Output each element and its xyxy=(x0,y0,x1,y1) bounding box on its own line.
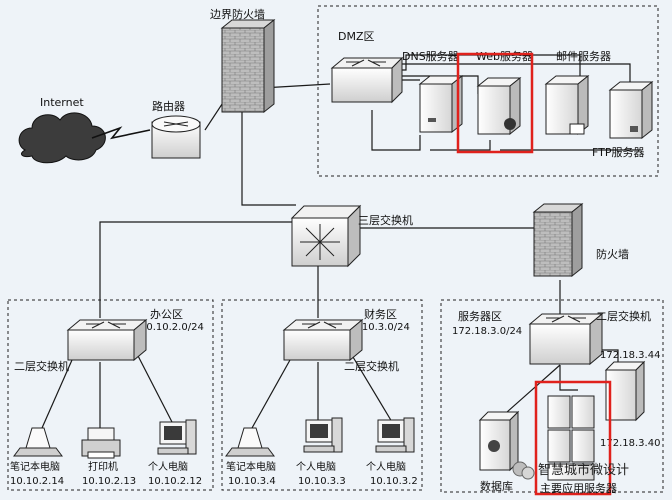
server-subnet-label: 172.18.3.0/24 xyxy=(452,326,522,337)
web-server-highlight xyxy=(456,52,534,154)
finance-subnet-label: 10.10.3.0/24 xyxy=(346,322,410,333)
router-label: 路由器 xyxy=(152,99,185,113)
office-subnet-label: 10.10.2.0/24 xyxy=(140,322,204,333)
office-switch-label: 二层交换机 xyxy=(14,359,69,373)
finance-zone-label: 财务区 xyxy=(364,307,397,321)
server-zone-box xyxy=(440,299,664,493)
app-server-highlight xyxy=(534,380,612,496)
pc-2-label: 个人电脑 xyxy=(296,460,336,473)
switch-icon xyxy=(66,318,148,362)
laptop-icon xyxy=(225,427,275,457)
pc-1-ip: 10.10.2.12 xyxy=(148,476,202,487)
firewall-icon xyxy=(220,18,276,114)
pc-1-label: 个人电脑 xyxy=(148,460,188,473)
server-icon xyxy=(547,395,595,481)
server-icon xyxy=(608,80,654,140)
finance-zone-box xyxy=(221,299,423,491)
switch-icon xyxy=(528,312,604,366)
office-zone-box xyxy=(7,299,214,491)
router-icon xyxy=(151,115,201,159)
laptop-1-label: 笔记本电脑 xyxy=(10,460,60,473)
dns-server-label: DNS服务器 xyxy=(402,50,459,63)
server-zone-label: 服务器区 xyxy=(458,310,502,323)
ftp-server-label: FTP服务器 xyxy=(592,146,645,159)
server-switch-label: 二层交换机 xyxy=(596,309,651,323)
switch-icon xyxy=(282,318,364,362)
printer-icon xyxy=(81,427,121,459)
office-zone-label: 办公区 xyxy=(150,308,183,321)
server-icon xyxy=(418,74,464,134)
database-label: 数据库 xyxy=(480,479,513,493)
laptop-2-label: 笔记本电脑 xyxy=(226,460,276,473)
laptop-icon xyxy=(13,427,63,457)
pc-icon xyxy=(375,417,415,453)
pc-icon xyxy=(157,419,197,455)
firewall-icon xyxy=(532,202,584,278)
switch-icon xyxy=(290,204,362,268)
cloud-icon xyxy=(18,112,106,164)
printer-label: 打印机 xyxy=(88,460,118,473)
printer-ip: 10.10.2.13 xyxy=(82,476,136,487)
dmz-zone-box xyxy=(317,5,659,177)
server-ip-1: 172.18.3.44 xyxy=(600,350,660,361)
internet-label: Internet xyxy=(40,96,84,109)
dmz-label: DMZ区 xyxy=(338,30,375,43)
laptop-2-ip: 10.10.3.4 xyxy=(228,476,276,487)
pc-2-ip: 10.10.3.3 xyxy=(298,476,346,487)
server-icon xyxy=(604,360,646,422)
laptop-1-ip: 10.10.2.14 xyxy=(10,476,64,487)
pc-3-label: 个人电脑 xyxy=(366,460,406,473)
firewall-label: 防火墙 xyxy=(596,247,629,261)
app-server-label: 主要应用服务器 xyxy=(540,481,617,495)
l3-switch-label: 三层交换机 xyxy=(358,213,413,227)
watermark-text: 智慧城市微设计 xyxy=(538,462,629,478)
server-icon xyxy=(544,74,590,136)
finance-switch-label: 二层交换机 xyxy=(344,359,399,373)
pc-3-ip: 10.10.3.2 xyxy=(370,476,418,487)
wechat-icon xyxy=(512,461,535,480)
switch-icon xyxy=(330,56,404,104)
server-icon xyxy=(476,76,522,136)
web-server-label: Web服务器 xyxy=(476,50,533,63)
mail-server-label: 邮件服务器 xyxy=(556,50,611,63)
border-firewall-label: 边界防火墙 xyxy=(210,7,265,21)
pc-icon xyxy=(303,417,343,453)
lightning-link xyxy=(91,126,151,140)
database-icon xyxy=(478,410,520,472)
server-ip-2: 172.18.3.40 xyxy=(600,438,660,449)
